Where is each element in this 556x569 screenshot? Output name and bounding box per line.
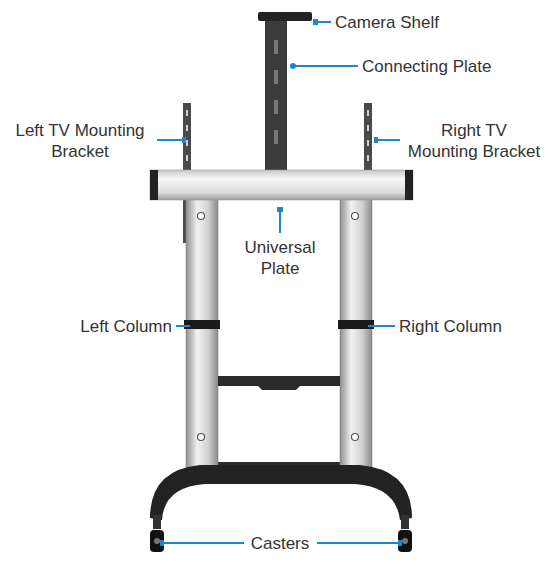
caster-stem [401,515,409,529]
part-label: Right TV Mounting Bracket [405,120,543,162]
part-label: Universal Plate [235,237,325,279]
caster-hub [154,538,160,544]
universal-plate [150,170,413,200]
caster-wheel [150,530,164,552]
end-cap [405,170,413,200]
leader-lines [157,22,402,543]
caster-hub [402,538,408,544]
slot [274,40,278,54]
part-label: Connecting Plate [362,56,532,77]
base [150,465,412,520]
right-column [340,198,372,475]
screws [198,213,359,441]
caster-wheel [398,530,412,552]
part-label: Casters [240,533,320,554]
slot [274,70,278,84]
slot [274,130,278,144]
column-band [338,320,374,329]
column-band [184,320,220,329]
caster-stem [153,515,161,529]
leader-dots [160,19,402,546]
part-label: Right Column [399,316,539,337]
shelf-tray [218,376,340,390]
connecting-plate [265,20,287,172]
end-cap [150,170,158,200]
part-label: Camera Shelf [335,12,485,33]
left-column [186,198,218,475]
camera-shelf [258,12,312,21]
part-label: Left TV Mounting Bracket [4,120,156,162]
slot [274,100,278,114]
part-label: Left Column [40,316,172,337]
